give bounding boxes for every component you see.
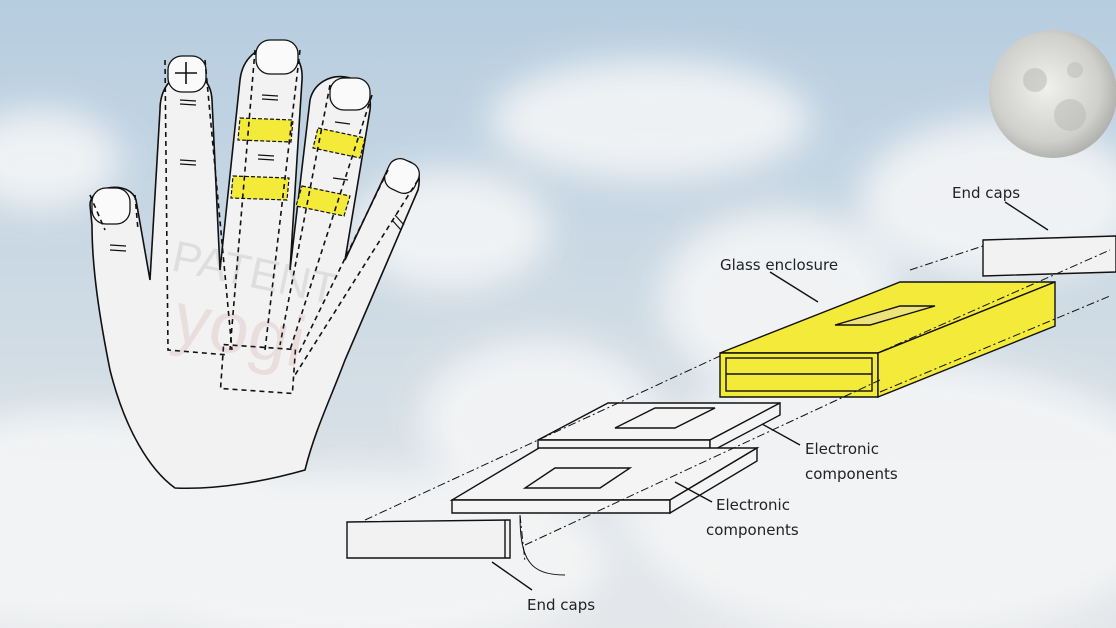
assembly-guide-lines [364, 245, 1111, 563]
label-electronic-components-2b: components [706, 521, 799, 539]
label-electronic-components-2: Electronic [716, 496, 790, 514]
moon [989, 30, 1116, 158]
device-exploded-view [346, 201, 1116, 591]
label-glass-enclosure: Glass enclosure [720, 256, 838, 274]
knuckle-marks [109, 94, 405, 252]
fingernails [91, 39, 420, 225]
label-electronic-components-1b: components [805, 465, 898, 483]
diagram-labels: End caps Glass enclosure Electronic comp… [527, 184, 1020, 614]
wiring-dashed-lines [89, 49, 419, 395]
label-arrows [491, 201, 1049, 591]
end-cap-top [982, 235, 1116, 277]
move-cursor-icon [175, 62, 197, 84]
label-end-caps-top: End caps [952, 184, 1020, 202]
glass-enclosure [719, 280, 1056, 399]
label-end-caps-bottom: End caps [527, 596, 595, 614]
label-electronic-components-1: Electronic [805, 440, 879, 458]
end-cap-bottom [346, 519, 511, 559]
